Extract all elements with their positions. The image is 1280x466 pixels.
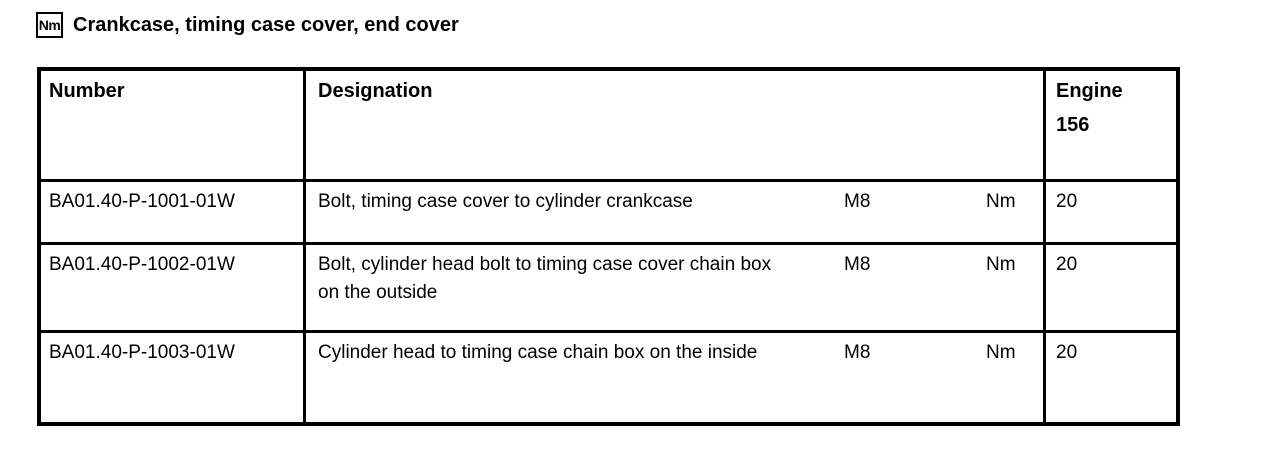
engine-header-line1: Engine bbox=[1056, 80, 1123, 102]
table-header-row: Number Designation Engine 156 bbox=[41, 71, 1176, 179]
col-header-designation: Designation bbox=[306, 71, 1046, 179]
unit-label: Nm bbox=[986, 254, 1016, 275]
number-cell: BA01.40-P-1001-01W bbox=[41, 182, 306, 242]
col-header-engine: Engine 156 bbox=[1046, 71, 1176, 179]
thread-size: M8 bbox=[844, 191, 871, 212]
table-row: BA01.40-P-1001-01W Bolt, timing case cov… bbox=[41, 179, 1176, 242]
engine-value: 20 bbox=[1056, 254, 1078, 275]
torque-spec-table: Number Designation Engine 156 BA01.40-P-… bbox=[37, 67, 1180, 426]
designation-cell: Bolt, timing case cover to cylinder cran… bbox=[306, 182, 1046, 242]
thread-size: M8 bbox=[844, 342, 871, 363]
nm-torque-icon: Nm bbox=[36, 12, 63, 38]
designation-text: Bolt, timing case cover to cylinder cran… bbox=[318, 191, 693, 212]
table-row: BA01.40-P-1002-01W Bolt, cylinder head b… bbox=[41, 242, 1176, 330]
engine-header-line2: 156 bbox=[1056, 114, 1090, 136]
engine-value: 20 bbox=[1056, 342, 1078, 363]
col-header-number: Number bbox=[41, 71, 306, 179]
designation-cell: Cylinder head to timing case chain box o… bbox=[306, 333, 1046, 422]
page-title: Crankcase, timing case cover, end cover bbox=[73, 14, 459, 36]
number-cell: BA01.40-P-1003-01W bbox=[41, 333, 306, 422]
designation-cell: Bolt, cylinder head bolt to timing case … bbox=[306, 245, 1046, 330]
unit-label: Nm bbox=[986, 342, 1016, 363]
thread-size: M8 bbox=[844, 254, 871, 275]
designation-text: Cylinder head to timing case chain box o… bbox=[318, 342, 758, 363]
unit-label: Nm bbox=[986, 191, 1016, 212]
designation-text: Bolt, cylinder head bolt to timing case … bbox=[318, 254, 772, 303]
title-bar: Nm Crankcase, timing case cover, end cov… bbox=[36, 12, 459, 38]
table-row: BA01.40-P-1003-01W Cylinder head to timi… bbox=[41, 330, 1176, 422]
engine-value: 20 bbox=[1056, 191, 1078, 212]
number-cell: BA01.40-P-1002-01W bbox=[41, 245, 306, 330]
